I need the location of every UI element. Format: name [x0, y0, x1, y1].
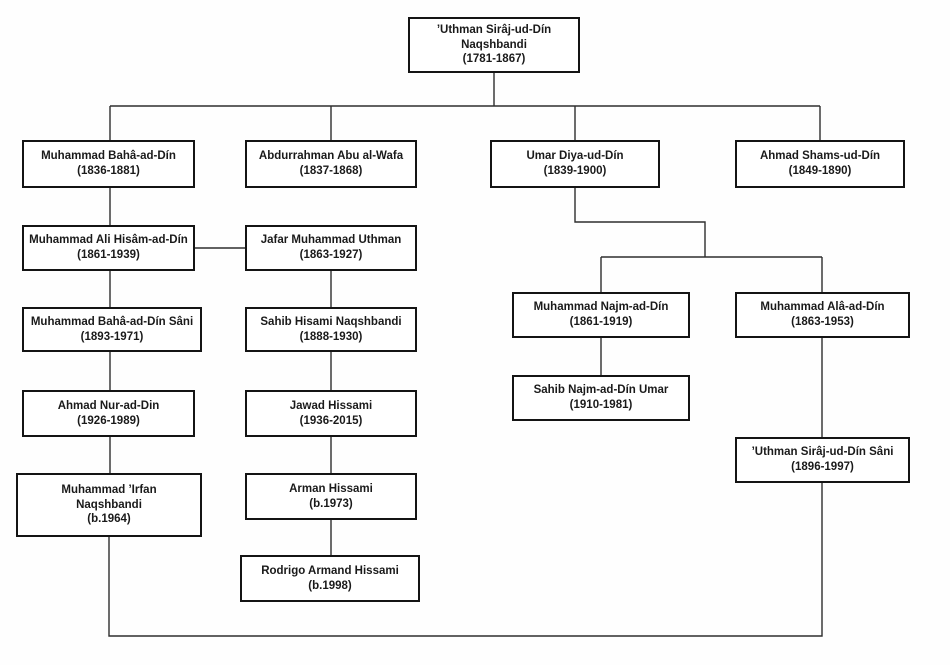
node-ahmad-shams-ud-din: Ahmad Shams-ud-Dín (1849-1890) — [735, 140, 905, 188]
node-dates: (b.1998) — [308, 579, 352, 592]
node-name: Umar Diya-ud-Dín — [526, 150, 624, 163]
node-sahib-najm-ad-din-umar: Sahib Najm-ad-Dín Umar (1910-1981) — [512, 375, 690, 421]
node-muhammad-baha-ad-din: Muhammad Bahâ-ad-Dín (1836-1881) — [22, 140, 195, 188]
node-dates: (1839-1900) — [543, 165, 607, 177]
node-name: Muhammad Bahâ-ad-Dín — [41, 150, 176, 163]
node-dates: (1863-1953) — [791, 316, 854, 328]
node-dates: (1893-1971) — [80, 330, 144, 343]
node-rodrigo-armand-hissami: Rodrigo Armand Hissami (b.1998) — [240, 555, 420, 602]
node-uthman-siraj-ud-din-naqshbandi: ’Uthman Sirâj-ud-Dín Naqshbandi (1781-18… — [408, 17, 580, 73]
node-name: ’Uthman Sirâj-ud-Dín Sâni — [751, 446, 894, 459]
node-muhammad-ala-ad-din: Muhammad Alâ-ad-Dín (1863-1953) — [735, 292, 910, 338]
node-jawad-hissami: Jawad Hissami (1936-2015) — [245, 390, 417, 437]
node-name: Ahmad Shams-ud-Dín — [759, 150, 881, 163]
node-name: ’Uthman Sirâj-ud-Dín Naqshbandi — [436, 23, 552, 51]
node-dates: (1849-1890) — [788, 165, 852, 177]
node-name: Muhammad Najm-ad-Dín — [533, 301, 669, 314]
node-name: Jawad Hissami — [289, 399, 373, 412]
node-dates: (1896-1997) — [791, 461, 854, 473]
node-dates: (b.1973) — [309, 497, 353, 510]
node-name: Muhammad Ali Hisâm-ad-Dín — [29, 234, 188, 247]
node-name: Muhammad ’Irfan Naqshbandi — [61, 483, 157, 511]
node-dates: (1888-1930) — [299, 330, 363, 343]
node-dates: (1861-1939) — [77, 249, 140, 261]
node-dates: (1926-1989) — [77, 414, 140, 427]
node-name: Rodrigo Armand Hissami — [261, 564, 399, 577]
node-name: Jafar Muhammad Uthman — [260, 234, 402, 247]
node-ahmad-nur-ad-din: Ahmad Nur-ad-Din (1926-1989) — [22, 390, 195, 437]
node-uthman-siraj-ud-din-sani: ’Uthman Sirâj-ud-Dín Sâni (1896-1997) — [735, 437, 910, 483]
node-dates: (1861-1919) — [569, 316, 633, 328]
node-dates: (1936-2015) — [299, 414, 363, 427]
node-muhammad-baha-ad-din-sani: Muhammad Bahâ-ad-Dín Sâni (1893-1971) — [22, 307, 202, 352]
edge-root-to-children — [109, 73, 821, 140]
node-dates: (1863-1927) — [299, 249, 363, 261]
node-name: Abdurrahman Abu al-Wafa — [258, 150, 404, 163]
node-abdurrahman-abu-al-wafa: Abdurrahman Abu al-Wafa (1837-1868) — [245, 140, 417, 188]
node-muhammad-irfan-naqshbandi: Muhammad ’Irfan Naqshbandi (b.1964) — [16, 473, 202, 537]
node-dates: (1837-1868) — [299, 165, 363, 177]
node-dates: (b.1964) — [87, 513, 131, 526]
node-muhammad-ali-hisam-ad-din: Muhammad Ali Hisâm-ad-Dín (1861-1939) — [22, 225, 195, 271]
edge-irfan-uthman-sani-bottom — [108, 483, 823, 637]
node-muhammad-najm-ad-din: Muhammad Najm-ad-Dín (1861-1919) — [512, 292, 690, 338]
node-arman-hissami: Arman Hissami (b.1973) — [245, 473, 417, 520]
node-name: Sahib Hisami Naqshbandi — [260, 315, 402, 328]
node-name: Muhammad Alâ-ad-Dín — [760, 301, 885, 314]
node-dates: (1781-1867) — [462, 53, 526, 66]
node-name: Ahmad Nur-ad-Din — [57, 399, 160, 412]
node-name: Sahib Najm-ad-Dín Umar — [533, 384, 669, 397]
node-name: Arman Hissami — [289, 482, 373, 495]
node-umar-diya-ud-din: Umar Diya-ud-Dín (1839-1900) — [490, 140, 660, 188]
node-dates: (1910-1981) — [569, 399, 633, 411]
node-dates: (1836-1881) — [77, 165, 140, 177]
edge-umar-branch — [574, 188, 823, 292]
node-jafar-muhammad-uthman: Jafar Muhammad Uthman (1863-1927) — [245, 225, 417, 271]
node-name: Muhammad Bahâ-ad-Dín Sâni — [30, 315, 194, 328]
node-sahib-hisami-naqshbandi: Sahib Hisami Naqshbandi (1888-1930) — [245, 307, 417, 352]
